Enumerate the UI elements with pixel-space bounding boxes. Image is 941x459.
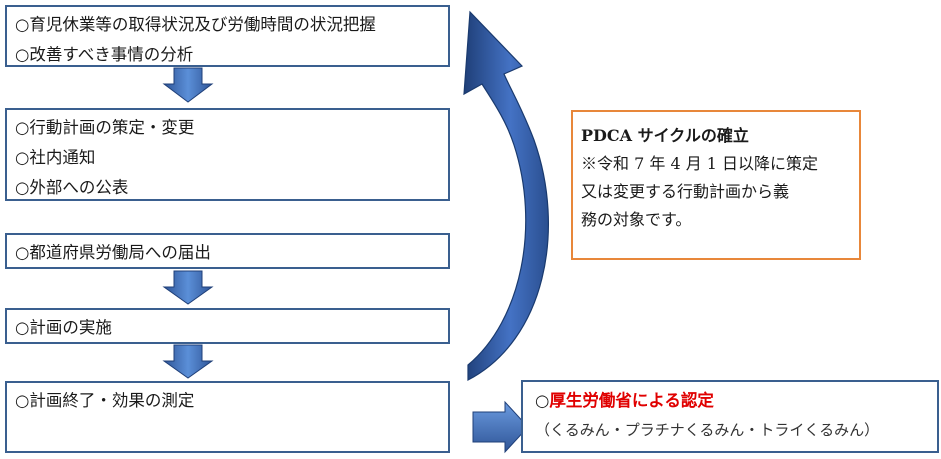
step-2-line-3: ○外部への公表 [15, 178, 129, 197]
note-title: PDCA サイクルの確立 [581, 126, 749, 145]
pdca-note-box: PDCA サイクルの確立 ※令和 7 年 4 月 1 日以降に策定 又は変更する… [571, 110, 861, 260]
right-arrow-to-certification [472, 400, 529, 454]
step-1-line-1: ○育児休業等の取得状況及び労働時間の状況把握 [15, 15, 376, 34]
step-box-plan-completion: ○計画終了・効果の測定 [5, 381, 450, 453]
step-2-line-1: ○行動計画の策定・変更 [15, 118, 195, 137]
certification-mark: ○ [535, 391, 550, 410]
step-box-situation-analysis: ○育児休業等の取得状況及び労働時間の状況把握 ○改善すべき事情の分析 [5, 5, 450, 67]
pdca-cycle-return-arrow [463, 10, 549, 381]
note-line-2: 又は変更する行動計画から義 [581, 182, 790, 201]
note-line-3: 務の対象です。 [581, 210, 692, 229]
certification-title-line: ○厚生労働省による認定 [535, 386, 929, 416]
down-arrow-3 [162, 344, 214, 379]
certification-title: 厚生労働省による認定 [549, 391, 714, 410]
step-4-line-1: ○計画の実施 [15, 318, 112, 337]
down-arrow-1 [162, 67, 214, 103]
step-1-line-2: ○改善すべき事情の分析 [15, 45, 194, 64]
step-box-plan-implementation: ○計画の実施 [5, 308, 450, 344]
note-line-1: ※令和 7 年 4 月 1 日以降に策定 [581, 154, 819, 173]
step-5-line-1: ○計画終了・効果の測定 [15, 391, 195, 410]
step-box-labor-bureau-notification: ○都道府県労働局への届出 [5, 233, 450, 269]
step-box-action-plan: ○行動計画の策定・変更 ○社内通知 ○外部への公表 [5, 108, 450, 201]
step-2-line-2: ○社内通知 [15, 148, 96, 167]
step-3-line-1: ○都道府県労働局への届出 [15, 243, 211, 262]
certification-subtitle: （くるみん・プラチナくるみん・トライくるみん） [535, 421, 880, 439]
certification-box: ○厚生労働省による認定 （くるみん・プラチナくるみん・トライくるみん） [521, 380, 939, 453]
down-arrow-2 [162, 270, 214, 305]
